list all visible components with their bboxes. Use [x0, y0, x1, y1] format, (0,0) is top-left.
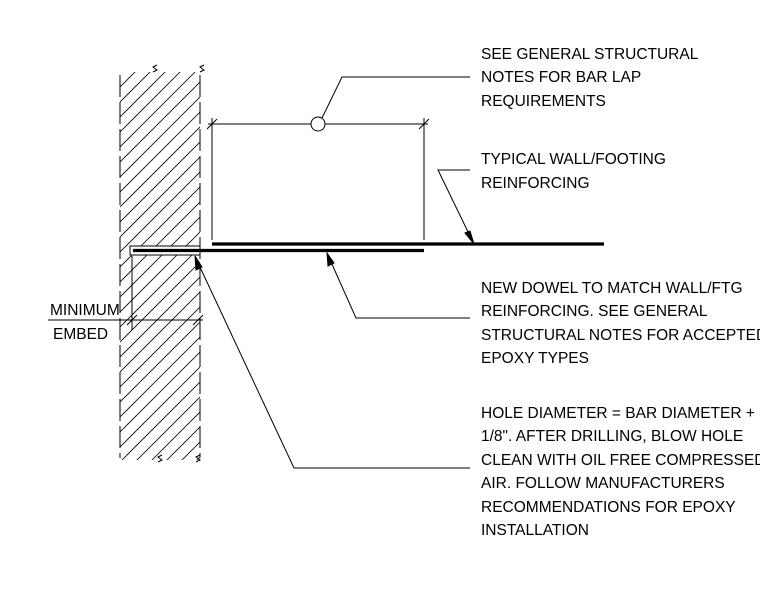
note-bar-lap: SEE GENERAL STRUCTURAL NOTES FOR BAR LAP… — [481, 46, 699, 110]
note-hole-line-2: 1/8". AFTER DRILLING, BLOW HOLE — [481, 428, 743, 445]
note-hole-line-4: AIR. FOLLOW MANUFACTURERS — [481, 475, 725, 492]
note-new-dowel-line-2: REINFORCING. SEE GENERAL — [481, 303, 708, 320]
note-minimum-embed: MINIMUM EMBED — [48, 302, 120, 343]
embed-tick-right — [192, 314, 204, 326]
wall-hatch-line — [120, 246, 200, 328]
typical-leader-arrow — [464, 230, 475, 245]
wall-hatch-line — [120, 321, 200, 403]
wall-break-top-right — [199, 64, 205, 73]
wall-hatch — [120, 72, 200, 582]
lap-tick-left — [206, 118, 218, 130]
typical-leader-line — [437, 169, 471, 237]
wall-hatch-line — [166, 426, 200, 460]
wall-hatch-line — [120, 96, 200, 178]
wall-hatch-line — [120, 156, 200, 238]
wall-hatch-line — [120, 366, 200, 448]
lap-dimension — [206, 76, 470, 240]
wall-hatch-line — [120, 231, 200, 313]
hole-leader-line — [198, 264, 470, 469]
note-embed-line-2: EMBED — [53, 326, 108, 343]
wall-hatch-line — [120, 487, 200, 567]
wall-hatch-line — [120, 72, 196, 148]
lap-tick-right — [418, 118, 430, 130]
note-hole-line-5: RECOMMENDATIONS FOR EPOXY — [481, 499, 736, 516]
new-dowel-leader-line — [330, 261, 470, 319]
wall-hatch-line — [120, 261, 200, 343]
note-typical-line-2: REINFORCING — [481, 175, 590, 192]
wall-hatch-line — [120, 502, 200, 582]
wall-hatch-line — [120, 472, 200, 552]
wall-hatch-line — [120, 72, 151, 103]
wall-hatch-line — [120, 72, 136, 88]
wall-hatch-line — [181, 441, 200, 460]
wall-hatch-line — [120, 351, 200, 433]
wall-hatch-line — [196, 456, 200, 460]
note-bar-lap-line-1: SEE GENERAL STRUCTURAL — [481, 46, 699, 63]
wall-hatch-line — [120, 201, 200, 283]
wall-hatch-line — [121, 381, 200, 460]
hole-leader-arrow — [194, 255, 203, 271]
wall-hatch-line — [120, 141, 200, 223]
wall-hatch-line — [120, 72, 166, 118]
note-hole-diameter: HOLE DIAMETER = BAR DIAMETER + 1/8". AFT… — [481, 405, 760, 539]
note-hole-line-3: CLEAN WITH OIL FREE COMPRESSED — [481, 452, 760, 469]
embed-tick-left — [126, 314, 138, 326]
note-bar-lap-line-3: REQUIREMENTS — [481, 93, 606, 110]
wall-hatch-line — [120, 111, 200, 193]
wall-hatch-line — [120, 336, 200, 418]
note-hole-line-6: INSTALLATION — [481, 522, 589, 539]
wall-hatch-line — [120, 171, 200, 253]
note-new-dowel-line-3: STRUCTURAL NOTES FOR ACCEPTED — [481, 327, 760, 344]
wall-break-top-left — [152, 64, 158, 73]
note-typical-reinforcing: TYPICAL WALL/FOOTING REINFORCING — [481, 151, 666, 192]
lap-leader — [321, 76, 470, 119]
wall-hatch-line — [120, 291, 200, 373]
wall-hatch-line — [120, 216, 200, 298]
wall-break-bottom-left — [157, 454, 163, 463]
existing-wall — [119, 64, 205, 582]
typical-reinforcing-leader — [437, 169, 475, 245]
note-new-dowel: NEW DOWEL TO MATCH WALL/FTG REINFORCING.… — [481, 280, 760, 367]
note-bar-lap-line-2: NOTES FOR BAR LAP — [481, 69, 641, 86]
wall-hatch-line — [120, 72, 121, 73]
wall-hatch-line — [120, 81, 200, 163]
new-dowel-leader-arrow — [326, 251, 335, 267]
lap-leader-bubble — [310, 116, 326, 132]
wall-hatch-line — [151, 411, 200, 460]
note-hole-line-1: HOLE DIAMETER = BAR DIAMETER + — [481, 405, 755, 422]
note-new-dowel-line-1: NEW DOWEL TO MATCH WALL/FTG — [481, 280, 743, 297]
wall-break-bottom-right — [195, 454, 201, 463]
wall-hatch-line — [120, 126, 200, 208]
hole-diameter-leader — [194, 255, 470, 469]
note-typical-line-1: TYPICAL WALL/FOOTING — [481, 151, 666, 168]
new-dowel-leader — [326, 251, 470, 319]
note-embed-line-1: MINIMUM — [50, 302, 120, 319]
embed-dimension — [118, 256, 204, 330]
wall-hatch-line — [136, 396, 200, 460]
wall-hatch-line — [120, 276, 200, 358]
wall-hatch-line — [120, 72, 181, 133]
note-new-dowel-line-4: EPOXY TYPES — [481, 350, 589, 367]
